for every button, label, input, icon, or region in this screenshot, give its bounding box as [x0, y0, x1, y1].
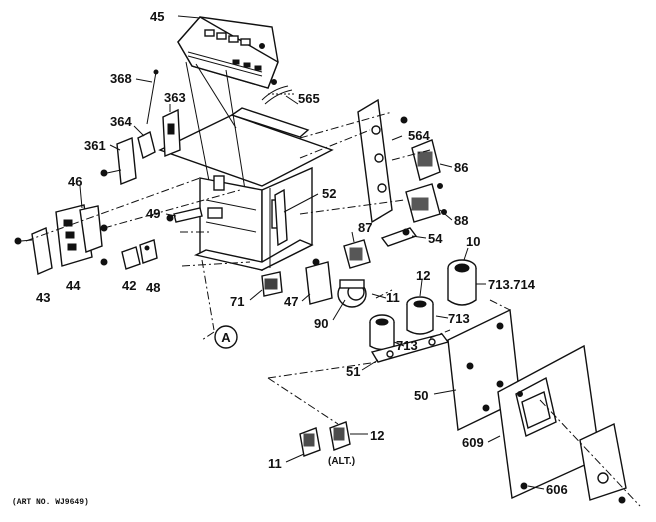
label-49: 49 [146, 206, 160, 221]
motor-90 [337, 279, 367, 308]
switch-assembly-44 [55, 204, 108, 267]
capacitor-12 [406, 296, 434, 335]
cover-plate-43 [14, 226, 53, 276]
label-42: 42 [122, 278, 136, 293]
label-47: 47 [284, 294, 298, 309]
relay-71 [261, 271, 283, 297]
label-363: 363 [164, 90, 186, 105]
label-368: 368 [110, 71, 132, 86]
rod-368 [146, 69, 159, 125]
alt-switch-12 [329, 421, 351, 451]
label-565: 565 [298, 91, 320, 106]
label-609: 609 [462, 435, 484, 450]
label-12-alt: 12 [370, 428, 384, 443]
label-713-lower: 713 [396, 338, 418, 353]
label-44: 44 [66, 278, 81, 293]
label-51: 51 [346, 364, 360, 379]
panel-609 [497, 344, 601, 500]
board-564 [357, 98, 408, 224]
control-panel-45 [177, 16, 279, 89]
bracket-361 [100, 137, 137, 185]
part-48 [139, 239, 158, 264]
label-10: 10 [466, 234, 480, 249]
label-54: 54 [428, 231, 443, 246]
label-12-cap: 12 [416, 268, 430, 283]
label-90: 90 [314, 316, 328, 331]
label-46: 46 [68, 174, 82, 189]
part-labels: 45 368 363 565 364 361 564 86 46 52 49 8… [12, 9, 568, 507]
clip-364 [137, 130, 156, 160]
label-71: 71 [230, 294, 244, 309]
label-361: 361 [84, 138, 106, 153]
relay-88 [405, 183, 447, 223]
label-48: 48 [146, 280, 160, 295]
label-43: 43 [36, 290, 50, 305]
label-713-upper: 713 [448, 311, 470, 326]
bracket-363 [162, 108, 181, 158]
reference-circle-a: A [214, 325, 238, 349]
wire-harness-565 [261, 85, 296, 105]
part-42 [121, 246, 141, 270]
label-11-alt: 11 [268, 456, 282, 471]
art-number: (ART NO. WJ9649) [12, 498, 89, 507]
label-a: A [221, 330, 231, 345]
alt-switch-11 [299, 427, 321, 457]
label-606: 606 [546, 482, 568, 497]
label-52: 52 [322, 186, 336, 201]
label-564: 564 [408, 128, 430, 143]
label-87: 87 [358, 220, 372, 235]
label-713-714: 713.714 [488, 277, 536, 292]
capacitor-11 [369, 314, 395, 351]
label-11-cap: 11 [386, 290, 400, 305]
cover-606 [520, 422, 627, 504]
switch-87 [343, 239, 371, 269]
relay-86 [411, 139, 443, 189]
capacitor-10 [447, 259, 477, 306]
clip-54 [380, 227, 418, 247]
label-88: 88 [454, 213, 468, 228]
label-50: 50 [414, 388, 428, 403]
label-alt: (ALT.) [328, 456, 355, 467]
label-45: 45 [150, 9, 164, 24]
label-364: 364 [110, 114, 132, 129]
main-chassis [158, 61, 334, 272]
leader-lines [79, 15, 545, 490]
label-86: 86 [454, 160, 468, 175]
switch-47 [305, 258, 333, 305]
connector-lines [25, 111, 641, 507]
